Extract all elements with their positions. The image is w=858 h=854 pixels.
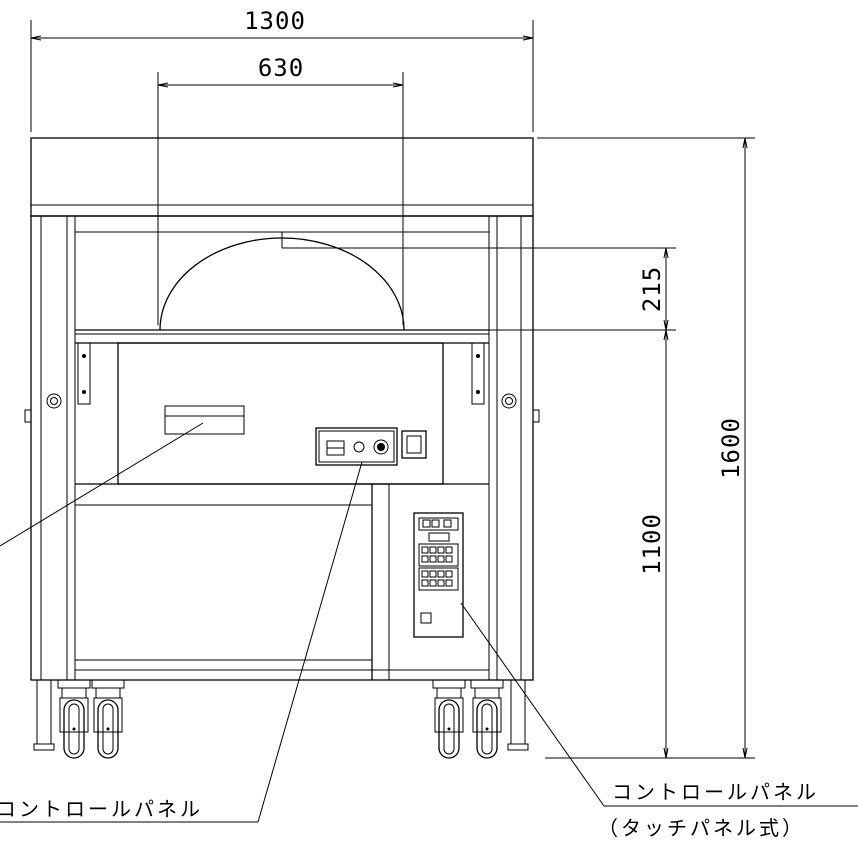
caster bbox=[57, 679, 91, 759]
caster-swivel bbox=[61, 687, 87, 699]
touch-key bbox=[421, 555, 429, 563]
dimension-1600: 1600 bbox=[717, 138, 745, 758]
caster-axle bbox=[485, 727, 489, 731]
caster-fork bbox=[93, 697, 123, 733]
touch-key bbox=[437, 546, 445, 554]
touch-key bbox=[437, 570, 445, 578]
caster bbox=[470, 679, 504, 759]
caster-hub bbox=[481, 703, 493, 755]
touch-key bbox=[421, 579, 429, 587]
front-panel bbox=[117, 342, 444, 485]
caster-plate bbox=[57, 679, 91, 689]
top-cabinet bbox=[30, 137, 534, 217]
dimension-inner-width: 630 bbox=[157, 54, 404, 325]
knob-right bbox=[501, 393, 517, 409]
side-bracket-left bbox=[77, 342, 91, 405]
caster-fork bbox=[59, 697, 89, 733]
dimension-overall-width: 1300 bbox=[30, 7, 534, 132]
caster-swivel bbox=[474, 687, 500, 699]
caster-swivel bbox=[95, 687, 121, 699]
side-bracket-right bbox=[471, 342, 485, 405]
caster-axle bbox=[72, 727, 76, 731]
touch-key bbox=[429, 546, 437, 554]
caster-swivel bbox=[436, 687, 462, 699]
caster-axle bbox=[106, 727, 110, 731]
casters bbox=[57, 679, 504, 759]
caster-hub bbox=[443, 703, 455, 755]
caster bbox=[432, 679, 466, 759]
lower-section bbox=[75, 483, 489, 680]
dimension-1300-label: 1300 bbox=[244, 7, 306, 35]
touch-key bbox=[421, 546, 429, 554]
caster-fork bbox=[434, 697, 464, 733]
dimension-1100: 1100 bbox=[638, 330, 666, 758]
touch-key bbox=[429, 555, 437, 563]
caster-fork bbox=[472, 697, 502, 733]
touch-panel-buttons bbox=[421, 546, 453, 587]
caster bbox=[91, 679, 125, 759]
caster-wheel bbox=[63, 699, 85, 759]
caster-plate bbox=[470, 679, 504, 689]
callout-control-panel-right: コントロールパネル bbox=[612, 780, 819, 804]
caster-axle bbox=[447, 727, 451, 731]
touch-panel bbox=[413, 512, 464, 638]
touch-key bbox=[445, 555, 453, 563]
dimension-215: 215 bbox=[638, 248, 666, 330]
caster-wheel bbox=[438, 699, 460, 759]
frame bbox=[24, 215, 540, 681]
dome bbox=[75, 232, 489, 344]
caster-wheel bbox=[97, 699, 119, 759]
legs bbox=[33, 679, 529, 751]
touch-key bbox=[421, 570, 429, 578]
caster-hub bbox=[102, 703, 114, 755]
dimension-215-label: 215 bbox=[638, 266, 666, 312]
dimension-630-label: 630 bbox=[258, 54, 304, 82]
touch-key bbox=[429, 570, 437, 578]
caster-plate bbox=[91, 679, 125, 689]
touch-key bbox=[445, 546, 453, 554]
callout-control-panel-left: コントロールパネル bbox=[0, 797, 203, 821]
caster-hub bbox=[68, 703, 80, 755]
touch-key bbox=[445, 579, 453, 587]
touch-key bbox=[437, 579, 445, 587]
touch-key bbox=[445, 570, 453, 578]
leader-lines bbox=[0, 422, 858, 823]
callout-touch-panel-type: （タッチパネル式） bbox=[598, 816, 805, 840]
caster-wheel bbox=[476, 699, 498, 759]
dimension-1100-label: 1100 bbox=[638, 513, 666, 575]
knob-left bbox=[46, 393, 62, 409]
touch-key bbox=[429, 579, 437, 587]
dimension-1600-label: 1600 bbox=[717, 417, 745, 479]
dimension-right-extensions bbox=[282, 137, 755, 759]
touch-key bbox=[437, 555, 445, 563]
caster-plate bbox=[432, 679, 466, 689]
